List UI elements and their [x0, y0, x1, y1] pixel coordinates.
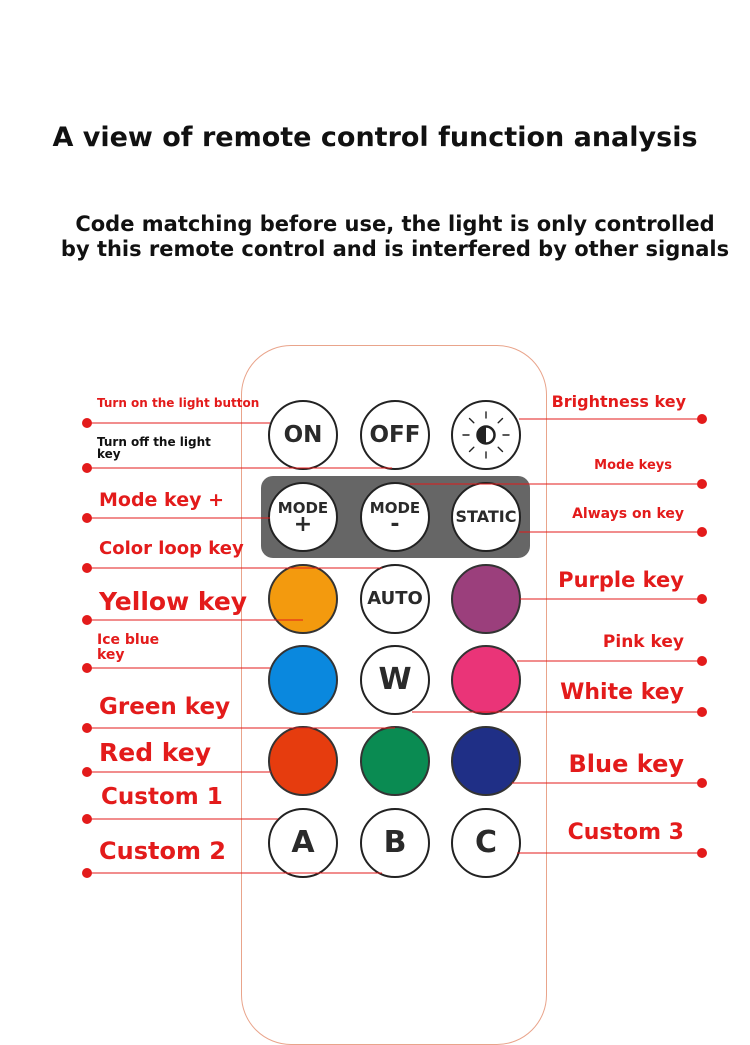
- label-turn-off: Turn off the light key: [97, 435, 211, 461]
- yellow-button[interactable]: [268, 564, 338, 634]
- label-mode-keys: Mode keys: [594, 458, 672, 473]
- label-custom2: Custom 2: [99, 837, 227, 865]
- label-turn-on: Turn on the light button: [97, 396, 260, 410]
- leader-dot-pink: [697, 656, 707, 666]
- mode-minus-button[interactable]: MODE -: [360, 482, 430, 552]
- leader-lines: [82, 414, 707, 878]
- leader-dot-color-loop: [82, 563, 92, 573]
- leader-dot-turn-on: [82, 418, 92, 428]
- label-ice-blue: Ice blue key: [97, 632, 160, 663]
- label-yellow: Yellow key: [99, 587, 248, 616]
- leader-dot-custom1: [82, 814, 92, 824]
- page-title: A view of remote control function analys…: [52, 122, 698, 153]
- leader-dot-custom2: [82, 868, 92, 878]
- leader-dot-yellow: [82, 615, 92, 625]
- leader-dot-custom3: [697, 848, 707, 858]
- leader-dot-brightness: [697, 414, 707, 424]
- custom-b-button[interactable]: B: [360, 808, 430, 878]
- leader-dot-turn-off: [82, 463, 92, 473]
- on-button[interactable]: ON: [268, 400, 338, 470]
- mode-minus-label: MODE: [369, 498, 421, 517]
- static-button-label: STATIC: [455, 507, 517, 526]
- label-pink: Pink key: [602, 632, 684, 652]
- off-button[interactable]: OFF: [360, 400, 430, 470]
- white-button-label: W: [378, 662, 412, 697]
- on-button-label: ON: [283, 421, 323, 448]
- leader-dot-always-on: [697, 527, 707, 537]
- custom-a-button[interactable]: A: [268, 808, 338, 878]
- label-green: Green key: [99, 694, 231, 720]
- off-button-label: OFF: [369, 421, 421, 448]
- pink-button[interactable]: [451, 645, 521, 715]
- mode-minus-sign: -: [390, 511, 400, 537]
- static-button[interactable]: STATIC: [451, 482, 521, 552]
- leader-dot-purple: [697, 594, 707, 604]
- brightness-icon: [462, 411, 510, 459]
- label-red: Red key: [99, 738, 212, 767]
- label-brightness: Brightness key: [551, 392, 686, 411]
- a-button-label: A: [291, 825, 315, 860]
- red-button[interactable]: [268, 726, 338, 796]
- label-mode-key-plus: Mode key +: [99, 489, 224, 511]
- leader-dot-red: [82, 767, 92, 777]
- label-color-loop: Color loop key: [99, 538, 244, 559]
- leader-dot-green: [82, 723, 92, 733]
- mode-plus-label: MODE: [277, 498, 329, 517]
- label-custom1: Custom 1: [101, 784, 223, 810]
- label-blue: Blue key: [568, 750, 684, 778]
- white-button[interactable]: W: [360, 645, 430, 715]
- blue-button[interactable]: [451, 726, 521, 796]
- green-button[interactable]: [360, 726, 430, 796]
- ice-blue-button[interactable]: [268, 645, 338, 715]
- leader-dot-blue: [697, 778, 707, 788]
- label-custom3: Custom 3: [567, 820, 684, 845]
- auto-button-label: AUTO: [367, 588, 423, 609]
- leader-dot-mode-plus: [82, 513, 92, 523]
- custom-c-button[interactable]: C: [451, 808, 521, 878]
- c-button-label: C: [474, 825, 498, 860]
- leader-dot-ice-blue: [82, 663, 92, 673]
- auto-button[interactable]: AUTO: [360, 564, 430, 634]
- label-purple: Purple key: [558, 568, 684, 592]
- leader-dot-white: [697, 707, 707, 717]
- label-always-on: Always on key: [572, 506, 684, 522]
- mode-plus-sign: +: [293, 511, 313, 537]
- page-subtitle: Code matching before use, the light is o…: [60, 212, 730, 261]
- brightness-button[interactable]: [451, 400, 521, 470]
- purple-button[interactable]: [451, 564, 521, 634]
- b-button-label: B: [383, 825, 407, 860]
- mode-plus-button[interactable]: MODE +: [268, 482, 338, 552]
- label-white: White key: [560, 680, 684, 705]
- leader-dot-mode-keys: [697, 479, 707, 489]
